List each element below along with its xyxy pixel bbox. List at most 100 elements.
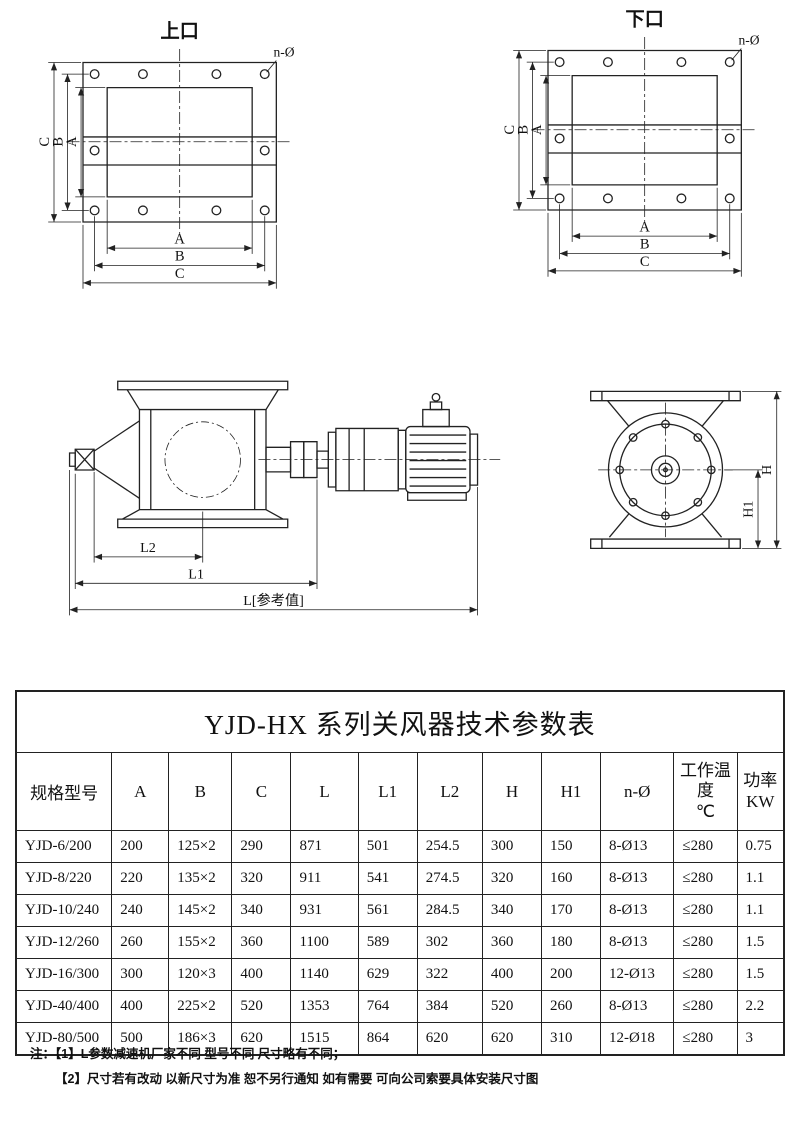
svg-text:B: B: [516, 125, 532, 135]
column-header: L: [290, 751, 359, 832]
value-cell: 135×2: [168, 862, 233, 896]
svg-text:L1: L1: [188, 567, 204, 583]
note-line-2: 【2】尺寸若有改动 以新尺寸为准 恕不另行通知 如有需要 可向公司索要具体安装尺…: [30, 1067, 538, 1092]
svg-text:n-Ø: n-Ø: [274, 45, 295, 60]
value-cell: 520: [231, 990, 292, 1024]
dimension-b-vertical: B: [516, 62, 554, 198]
value-cell: 320: [481, 862, 542, 896]
value-cell: 620: [481, 1022, 542, 1056]
table-title: YJD-HX 系列关风器技术参数表: [15, 690, 785, 753]
value-cell: 8-Ø13: [600, 894, 675, 928]
machine-body: [118, 381, 288, 527]
value-cell: 1100: [290, 926, 359, 960]
value-cell: 1515: [290, 1022, 359, 1056]
dimension-a-horizontal: A: [572, 188, 717, 242]
value-cell: 320: [231, 862, 292, 896]
value-cell: 0.75: [736, 830, 785, 864]
note-prefix: 注：: [30, 1047, 56, 1061]
value-cell: 284.5: [416, 894, 483, 928]
dimension-c-horizontal: C: [83, 225, 276, 289]
value-cell: ≤280: [673, 958, 738, 992]
note-text-2: 【2】尺寸若有改动 以新尺寸为准 恕不另行通知 如有需要 可向公司索要具体安装尺…: [55, 1072, 539, 1086]
value-cell: 8-Ø13: [600, 830, 675, 864]
svg-text:A: A: [529, 124, 545, 135]
value-cell: 12-Ø13: [600, 958, 675, 992]
value-cell: 125×2: [168, 830, 233, 864]
value-cell: 911: [290, 862, 359, 896]
value-cell: 340: [231, 894, 292, 928]
column-header: H: [481, 751, 542, 832]
value-cell: 541: [357, 862, 418, 896]
bolt-holes: [90, 70, 269, 215]
center-lines: [533, 37, 757, 225]
value-cell: 400: [231, 958, 292, 992]
end-view-centerlines: [598, 403, 733, 538]
dimension-b-vertical: B: [51, 74, 89, 210]
model-cell: YJD-10/240: [15, 894, 113, 928]
value-cell: ≤280: [673, 990, 738, 1024]
dimension-a-vertical: A: [64, 88, 105, 197]
side-view-drawing: L2 L1 L[参考值]: [28, 368, 538, 642]
flange-drawing: 上口 n-Ø C B: [37, 20, 295, 314]
value-cell: 1353: [290, 990, 359, 1024]
dimension-c-vertical: C: [37, 63, 81, 223]
value-cell: 290: [231, 830, 292, 864]
svg-text:A: A: [639, 219, 650, 235]
flange-title: 上口: [160, 20, 199, 42]
svg-text:L[参考值]: L[参考值]: [243, 592, 304, 609]
svg-text:n-Ø: n-Ø: [739, 33, 760, 48]
left-shaft-cone: [70, 421, 140, 498]
dimension-h1: H1: [724, 470, 762, 549]
dimension-c-horizontal: C: [548, 213, 741, 277]
value-cell: 274.5: [416, 862, 483, 896]
value-cell: 360: [231, 926, 292, 960]
value-cell: 3: [736, 1022, 785, 1056]
value-cell: 160: [540, 862, 602, 896]
svg-text:B: B: [640, 237, 650, 253]
dimension-a-horizontal: A: [107, 200, 252, 254]
column-header: C: [231, 751, 292, 832]
model-cell: YJD-12/260: [15, 926, 113, 960]
value-cell: 384: [416, 990, 483, 1024]
value-cell: 400: [481, 958, 542, 992]
svg-text:H1: H1: [741, 501, 756, 518]
value-cell: 170: [540, 894, 602, 928]
svg-text:B: B: [175, 249, 185, 265]
value-cell: 8-Ø13: [600, 990, 675, 1024]
value-cell: 225×2: [168, 990, 233, 1024]
value-cell: 302: [416, 926, 483, 960]
dimension-h: H: [742, 391, 781, 548]
side-view: L2 L1 L[参考值]: [28, 368, 538, 647]
value-cell: 1140: [290, 958, 359, 992]
value-cell: 200: [540, 958, 602, 992]
value-cell: 400: [111, 990, 170, 1024]
value-cell: 520: [481, 990, 542, 1024]
svg-text:B: B: [51, 137, 67, 147]
value-cell: 871: [290, 830, 359, 864]
model-cell: YJD-40/400: [15, 990, 113, 1024]
column-header: L2: [416, 751, 483, 832]
value-cell: 150: [540, 830, 602, 864]
value-cell: 1.1: [736, 862, 785, 896]
column-header: 工作温度℃: [673, 751, 738, 832]
dimension-l2: L2: [94, 472, 203, 563]
value-cell: 310: [540, 1022, 602, 1056]
dimension-a-vertical: A: [529, 76, 570, 185]
value-cell: 12-Ø18: [600, 1022, 675, 1056]
value-cell: 1.5: [736, 926, 785, 960]
svg-text:C: C: [502, 125, 518, 135]
note-text-1: 【1】L参数减速机厂家不同 型号不同 尺寸略有不同；: [55, 1047, 346, 1061]
value-cell: ≤280: [673, 926, 738, 960]
flange-top-right: 下口 n-Ø C B: [490, 2, 780, 307]
value-cell: 1.1: [736, 894, 785, 928]
svg-text:C: C: [37, 137, 53, 147]
value-cell: ≤280: [673, 862, 738, 896]
column-header: L1: [357, 751, 418, 832]
value-cell: 629: [357, 958, 418, 992]
